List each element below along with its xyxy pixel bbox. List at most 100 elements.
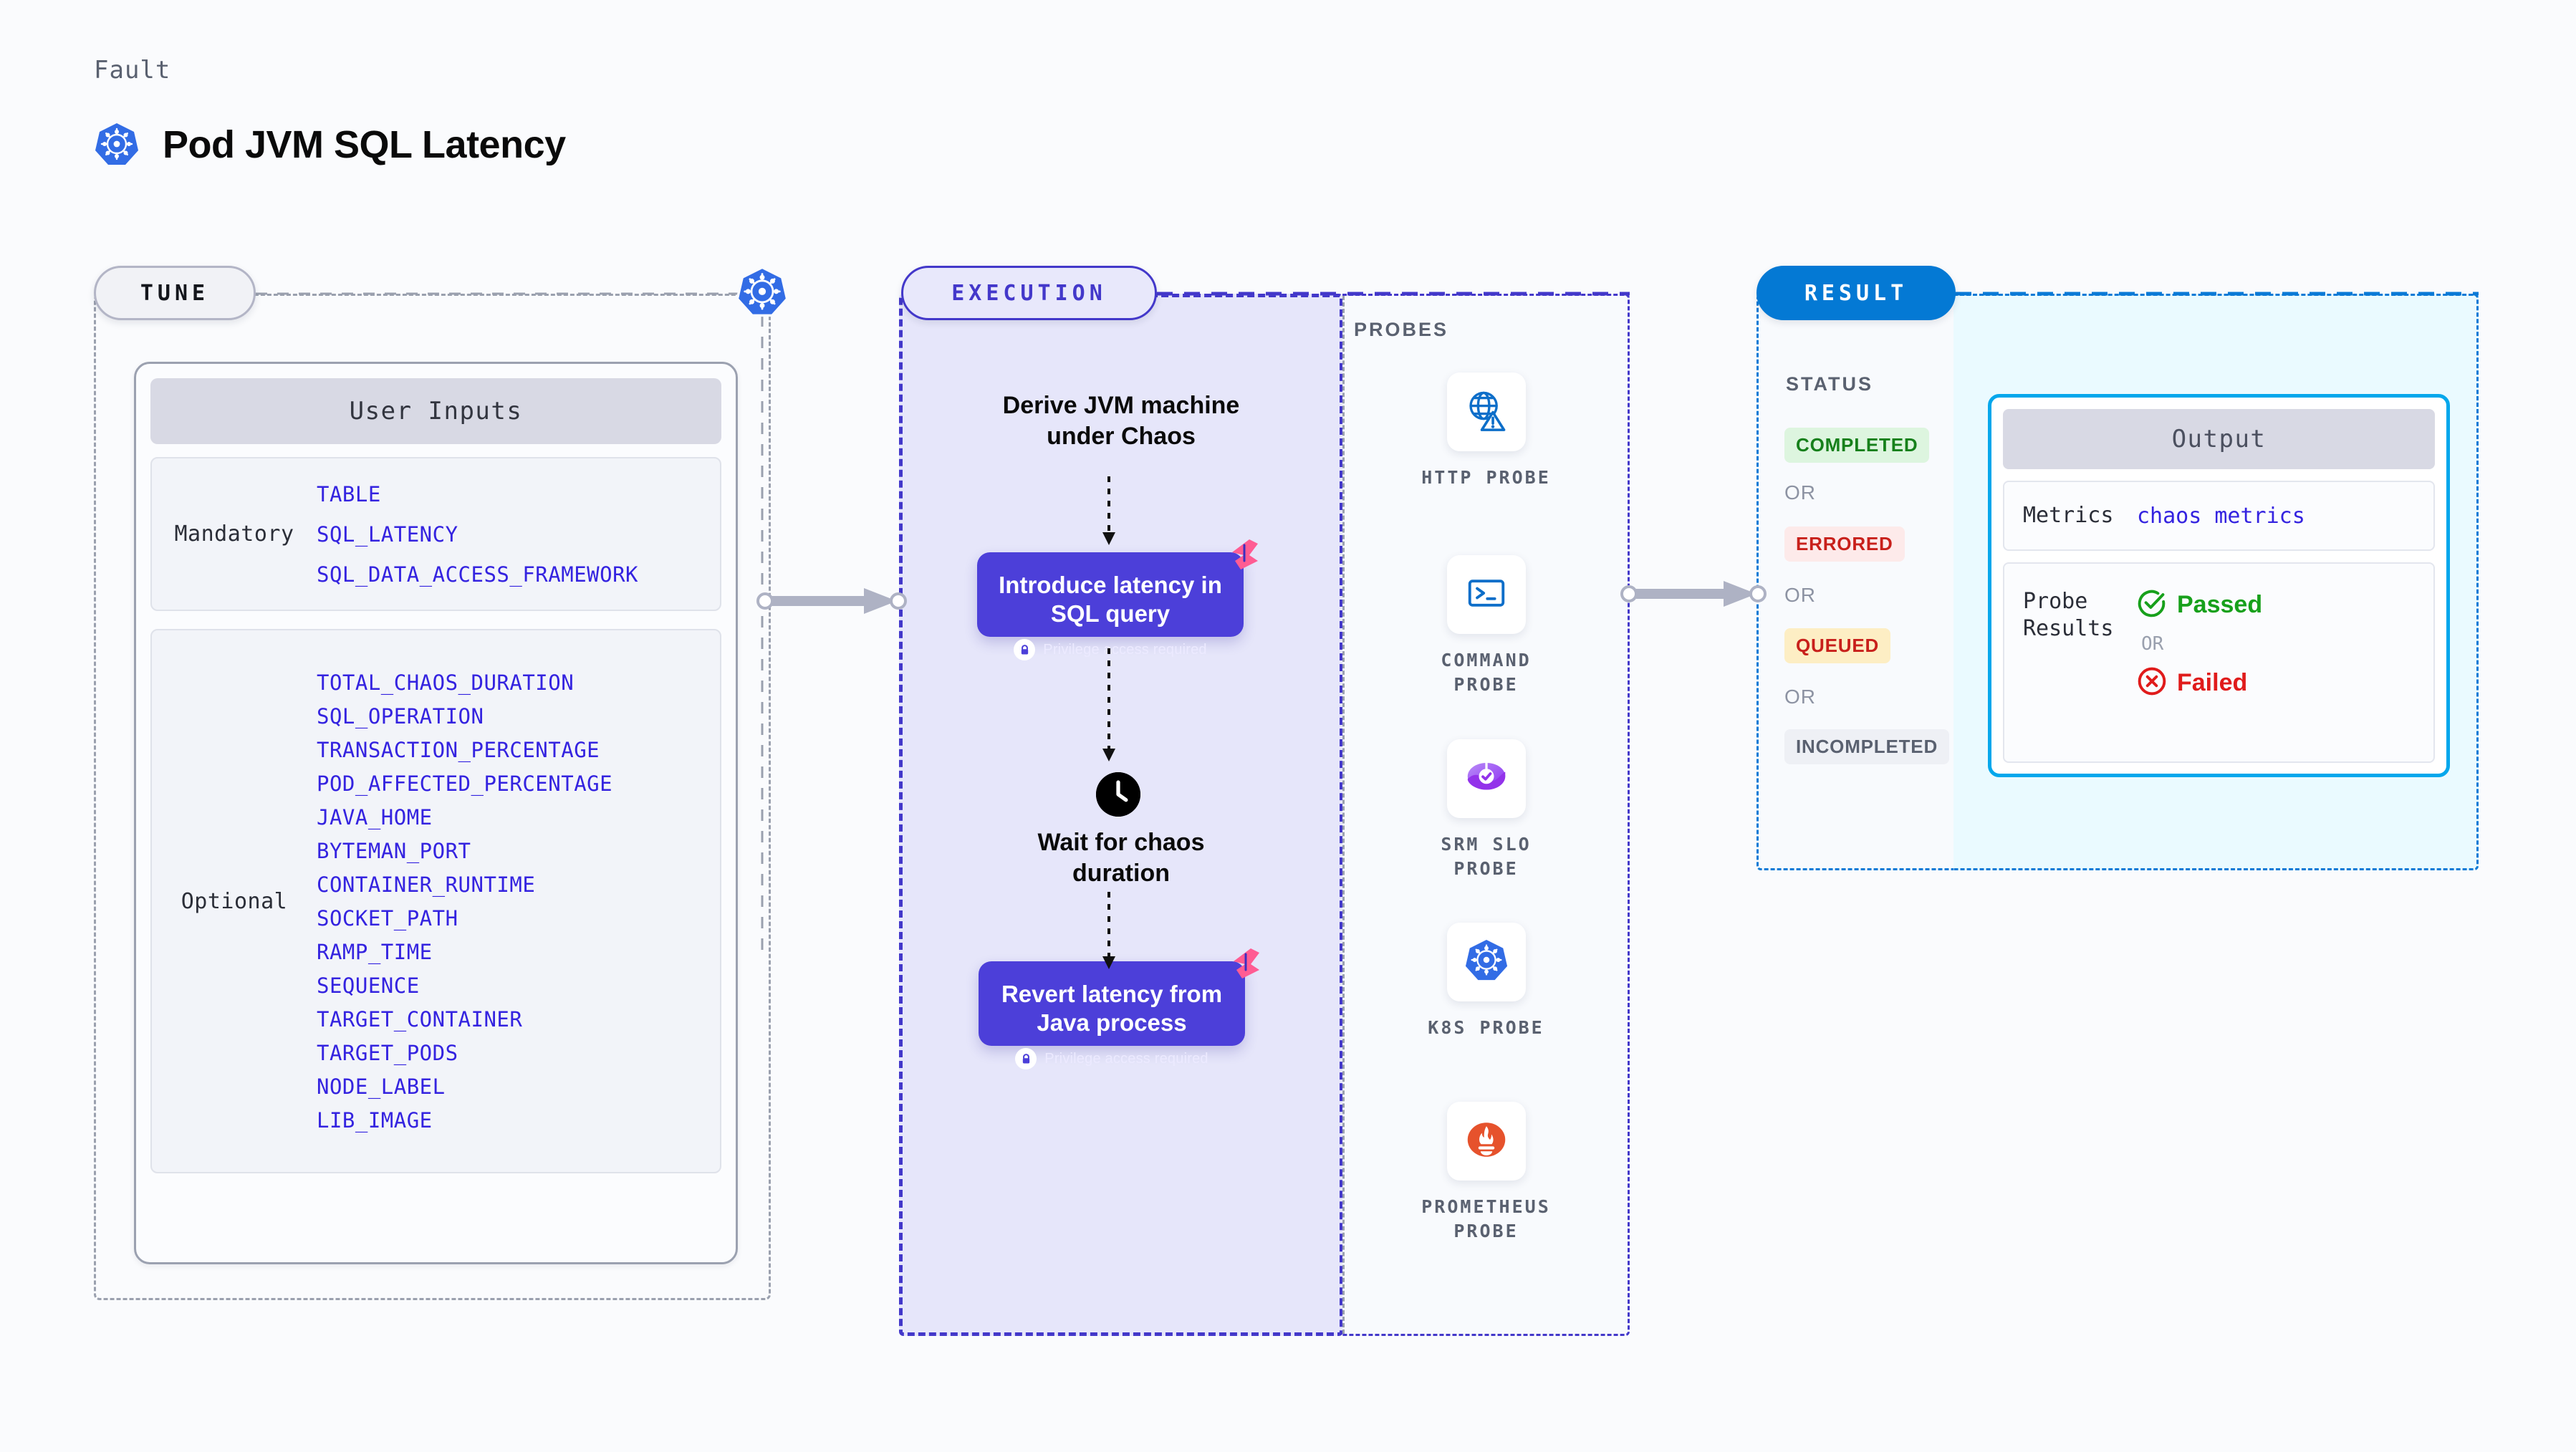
tune-kubernetes-logo-icon	[736, 266, 789, 322]
status-badge-queued: QUEUED	[1784, 628, 1891, 663]
execution-step-wait: Wait for chaos duration	[1037, 829, 1205, 887]
param-item[interactable]: JAVA_HOME	[317, 804, 433, 830]
param-item[interactable]: SQL_DATA_ACCESS_FRAMEWORK	[317, 562, 638, 587]
probe-result-or-label: OR	[2141, 633, 2164, 655]
output-probe-results-row: Probe Results Passed OR	[2003, 562, 2435, 763]
param-item[interactable]: CONTAINER_RUNTIME	[317, 872, 536, 897]
clock-icon	[1096, 772, 1140, 817]
execution-stage-badge[interactable]: EXECUTION	[901, 266, 1157, 320]
tune-badge-connector-line	[256, 292, 750, 295]
param-item[interactable]: TOTAL_CHAOS_DURATION	[317, 670, 575, 695]
globe-warning-icon	[1464, 388, 1509, 436]
probe-tile	[1446, 739, 1526, 818]
mandatory-params-group: Mandatory TABLE SQL_LATENCY SQL_DATA_ACC…	[150, 457, 721, 611]
tune-k8s-vertical-line	[761, 315, 764, 960]
check-circle-icon	[2137, 588, 2167, 622]
optional-param-list: TOTAL_CHAOS_DURATION SQL_OPERATION TRANS…	[317, 670, 612, 1133]
fault-eyebrow-label: Fault	[94, 56, 171, 85]
status-or-label: OR	[1784, 481, 1816, 504]
probe-item-k8s[interactable]: K8S PROBE	[1342, 923, 1630, 1040]
status-badge-errored: ERRORED	[1784, 527, 1905, 562]
probe-item-srm-slo[interactable]: SRM SLO PROBE	[1342, 739, 1630, 881]
execution-card-introduce-latency[interactable]: Introduce latency in SQL query Privilege…	[977, 539, 1258, 661]
execution-step-derive: Derive JVM machine under Chaos	[1002, 392, 1240, 450]
metrics-value[interactable]: chaos metrics	[2137, 503, 2305, 529]
harness-flag-icon	[1226, 946, 1262, 985]
metrics-label: Metrics	[2023, 503, 2114, 529]
param-item[interactable]: LIB_IMAGE	[317, 1107, 433, 1133]
result-stage-badge[interactable]: RESULT	[1756, 266, 1956, 320]
execution-to-result-arrow	[1620, 581, 1767, 607]
probe-tile	[1446, 555, 1526, 634]
probe-tile	[1446, 372, 1526, 451]
srm-slo-icon	[1465, 756, 1508, 802]
mandatory-param-list: TABLE SQL_LATENCY SQL_DATA_ACCESS_FRAMEW…	[317, 482, 638, 587]
probe-tile	[1446, 923, 1526, 1001]
user-inputs-card: User Inputs Mandatory TABLE SQL_LATENCY …	[134, 362, 738, 1264]
tune-stage-badge[interactable]: TUNE	[94, 266, 256, 320]
param-item[interactable]: TRANSACTION_PERCENTAGE	[317, 737, 600, 762]
probe-label: COMMAND PROBE	[1441, 650, 1532, 695]
param-item[interactable]: SOCKET_PATH	[317, 905, 458, 931]
probes-section-label: PROBES	[1354, 319, 1449, 340]
result-badge-connector-line	[1956, 292, 2479, 296]
execution-card-title: Introduce latency in SQL query	[999, 572, 1222, 627]
status-section-label: STATUS	[1786, 373, 1873, 395]
prometheus-icon	[1465, 1118, 1508, 1165]
status-badge-incompleted: INCOMPLETED	[1784, 729, 1950, 764]
execution-card-title: Revert latency from Java process	[1001, 981, 1223, 1036]
status-or-label: OR	[1784, 686, 1816, 708]
probe-result-passed: Passed	[2137, 588, 2262, 622]
lock-icon	[1014, 639, 1036, 661]
result-status-panel	[1756, 294, 1957, 870]
param-item[interactable]: RAMP_TIME	[317, 939, 433, 964]
param-item[interactable]: BYTEMAN_PORT	[317, 838, 471, 863]
page-title: Pod JVM SQL Latency	[163, 123, 566, 166]
probes-divider	[1342, 296, 1345, 1334]
privilege-text: Privilege access required	[1043, 641, 1207, 658]
output-card: Output Metrics chaos metrics Probe Resul…	[1988, 394, 2450, 777]
probe-item-http[interactable]: HTTP PROBE	[1342, 372, 1630, 490]
probe-item-prometheus[interactable]: PROMETHEUS PROBE	[1342, 1102, 1630, 1244]
execution-badge-connector-line	[1157, 292, 1630, 296]
optional-group-label: Optional	[181, 888, 288, 914]
param-item[interactable]: TARGET_PODS	[317, 1040, 458, 1065]
status-or-label: OR	[1784, 584, 1816, 606]
kubernetes-logo-icon	[94, 122, 140, 168]
param-item[interactable]: SEQUENCE	[317, 973, 420, 998]
x-circle-icon	[2137, 666, 2167, 700]
probe-label: K8S PROBE	[1428, 1017, 1544, 1038]
probe-tile	[1446, 1102, 1526, 1181]
param-item[interactable]: TABLE	[317, 481, 381, 506]
terminal-icon	[1464, 571, 1509, 619]
privilege-text: Privilege access required	[1044, 1050, 1208, 1067]
param-item[interactable]: SQL_OPERATION	[317, 703, 484, 729]
fault-title-row: Pod JVM SQL Latency	[94, 122, 566, 168]
execution-card-revert-latency[interactable]: Revert latency from Java process Privile…	[979, 948, 1259, 1070]
user-inputs-title: User Inputs	[150, 378, 721, 444]
optional-params-group: Optional TOTAL_CHAOS_DURATION SQL_OPERAT…	[150, 629, 721, 1173]
status-badge-completed: COMPLETED	[1784, 428, 1930, 463]
param-item[interactable]: SQL_LATENCY	[317, 521, 458, 547]
output-title: Output	[2003, 409, 2435, 469]
probe-label: HTTP PROBE	[1421, 467, 1551, 488]
output-metrics-row: Metrics chaos metrics	[2003, 481, 2435, 551]
privilege-row: Privilege access required	[994, 1048, 1229, 1070]
tune-to-execution-arrow	[756, 588, 907, 614]
passed-text: Passed	[2177, 591, 2263, 618]
probe-label: SRM SLO PROBE	[1441, 834, 1532, 879]
harness-flag-icon	[1225, 537, 1261, 576]
probe-results-label: Probe Results	[2023, 589, 2114, 641]
probe-item-command[interactable]: COMMAND PROBE	[1342, 555, 1630, 697]
privilege-row: Privilege access required	[993, 639, 1228, 661]
kubernetes-logo-icon	[1464, 938, 1509, 986]
mandatory-group-label: Mandatory	[174, 521, 294, 547]
execution-arrow-1	[1102, 476, 1115, 545]
probe-label: PROMETHEUS PROBE	[1421, 1196, 1551, 1241]
execution-arrow-3	[1102, 892, 1115, 969]
execution-arrow-2	[1102, 648, 1115, 761]
param-item[interactable]: POD_AFFECTED_PERCENTAGE	[317, 771, 613, 796]
param-item[interactable]: TARGET_CONTAINER	[317, 1006, 523, 1032]
param-item[interactable]: NODE_LABEL	[317, 1074, 446, 1099]
lock-icon	[1015, 1048, 1037, 1070]
